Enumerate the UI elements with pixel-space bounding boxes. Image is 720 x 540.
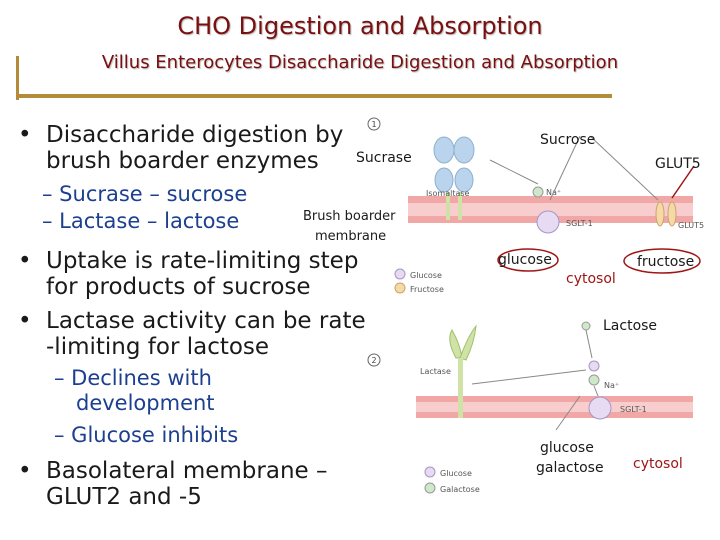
lactose-callout: Lactose <box>603 318 658 334</box>
legend-glucose-swatch <box>394 268 406 280</box>
sub-bullet-glucose-inhibits: – Glucose inhibits <box>54 423 239 447</box>
glucose-molecule <box>588 360 600 372</box>
sucrose-callout: Sucrose <box>540 132 596 148</box>
legend-2-galactose-label: Galactose <box>440 485 480 494</box>
arrow-into-sglt1 <box>593 385 599 397</box>
galactose-molecule <box>588 374 600 386</box>
bullet-text: Lactase activity can be rate <box>46 308 366 334</box>
glucose-callout-ring <box>497 248 559 272</box>
cytosol-label-1: cytosol <box>566 271 616 287</box>
bullet-text: Basolateral membrane – <box>46 458 328 484</box>
legend-fructose-label: Fructose <box>410 285 444 294</box>
legend-2-glucose-swatch <box>424 466 436 478</box>
cytosol-label-2: cytosol <box>633 456 683 472</box>
legend-2-galactose-swatch <box>424 482 436 494</box>
lactase-diagram-label: Lactase <box>420 367 451 376</box>
glucose-callout: glucose <box>498 252 552 268</box>
glucose-callout-2: glucose <box>540 440 594 456</box>
sglt1-transporter-2 <box>588 396 612 420</box>
legend-glucose-label: Glucose <box>410 271 442 280</box>
membrane-2-top-layer <box>416 396 693 402</box>
lactose-galactose-unit <box>581 321 591 331</box>
fructose-callout: fructose <box>637 254 695 270</box>
sglt1-2-label: SGLT-1 <box>620 405 647 414</box>
legend-2-glucose-label: Glucose <box>440 469 472 478</box>
slide-subtitle: Villus Enterocytes Disaccharide Digestio… <box>101 52 619 73</box>
membrane-2 <box>416 402 693 412</box>
bullet-dot: • <box>18 308 32 334</box>
brush-border-membrane <box>408 203 693 216</box>
brush-border-label-cont: membrane <box>315 229 387 244</box>
arrow-sucrose-to-sglt <box>549 135 581 201</box>
bullet-text: GLUT2 and -5 <box>46 484 202 510</box>
sub-bullet-lactase: – Lactase – lactose <box>42 209 240 233</box>
bullet-dot: • <box>18 458 32 484</box>
bullet-text: brush boarder enzymes <box>46 148 319 174</box>
sub-bullet-sucrase: – Sucrase – sucrose <box>42 182 248 206</box>
sub-bullet-declines-cont: development <box>76 391 215 415</box>
fructose-callout-ring <box>623 248 701 274</box>
sucrase-isomaltase-enzyme <box>433 136 475 220</box>
slide-title: CHO Digestion and Absorption <box>177 12 543 40</box>
panel-1-number: 1 <box>371 120 376 129</box>
isomaltase-label: Isomaltase <box>426 189 470 198</box>
arrow-sucrose-to-glut5 <box>589 135 659 201</box>
galactose-callout: galactose <box>536 460 604 476</box>
absorption-diagram: 1 Isomaltase Na⁺ SGLT-1 GLUT5 Glucose Fr… <box>367 117 704 494</box>
panel-1-marker <box>367 117 381 131</box>
sglt1-label: SGLT-1 <box>566 219 593 228</box>
legend-fructose-swatch <box>394 282 406 294</box>
bullet-text: -limiting for lactose <box>46 334 270 360</box>
glut5-diagram-label: GLUT5 <box>678 221 704 230</box>
bullet-dot: • <box>18 248 32 274</box>
sodium-ion <box>532 186 544 198</box>
bullet-text: for products of sucrose <box>46 274 311 300</box>
sucrase-label: Sucrase <box>356 150 412 166</box>
sub-bullet-declines: – Declines with <box>54 366 212 390</box>
membrane-2-bottom-layer <box>416 412 693 418</box>
arrow-sucrase-to-na <box>489 159 539 185</box>
arrow-lactose-down <box>585 329 593 359</box>
glut5-callout: GLUT5 <box>655 156 701 172</box>
bullet-dot: • <box>18 122 32 148</box>
bullet-text: Disaccharide digestion by <box>46 122 344 148</box>
accent-rule-horizontal <box>19 94 612 98</box>
sodium-2-label: Na⁺ <box>604 381 619 390</box>
sglt1-transporter <box>536 210 560 234</box>
panel-2-marker <box>367 353 381 367</box>
arrow-lactase-to-glucose <box>471 369 587 385</box>
bullet-text: Uptake is rate-limiting step <box>46 248 359 274</box>
glut5-transporter <box>655 201 677 227</box>
arrow-glut5-callout <box>671 165 695 199</box>
lactase-enzyme <box>449 324 477 418</box>
brush-border-label: Brush boarder <box>303 209 396 224</box>
arrow-to-products <box>555 395 581 431</box>
accent-rule-vertical <box>16 56 19 100</box>
panel-2-number: 2 <box>371 356 376 365</box>
